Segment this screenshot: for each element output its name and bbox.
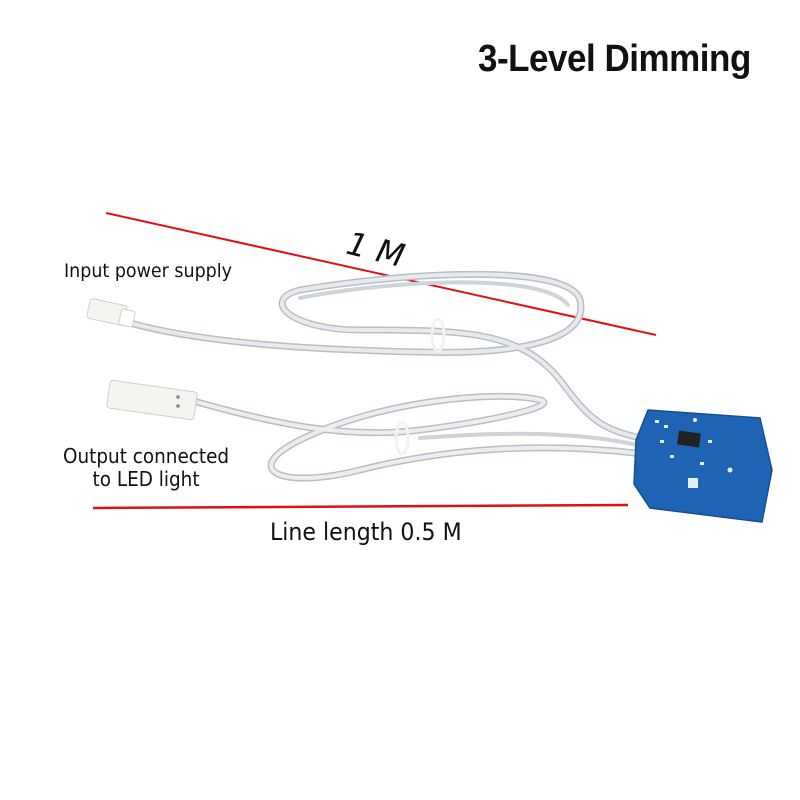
page-title: 3-Level Dimming [478,38,751,80]
cable-tie [430,317,446,353]
input-connector [86,298,136,328]
input-power-label: Input power supply [64,260,232,282]
measure-line-0-5m [92,503,629,510]
output-connector [106,379,198,421]
pcb-sensor-board [633,409,773,523]
cable-tie [394,420,410,456]
output-cable [186,392,654,482]
output-label-line-1: Output connected [63,444,230,468]
input-cable [116,270,654,444]
line-length-label: Line length 0.5 M [270,518,462,546]
measure-line-1m [105,212,657,336]
output-label-line-2: to LED light [92,467,200,491]
output-led-label: Output connected to LED light [63,445,229,491]
